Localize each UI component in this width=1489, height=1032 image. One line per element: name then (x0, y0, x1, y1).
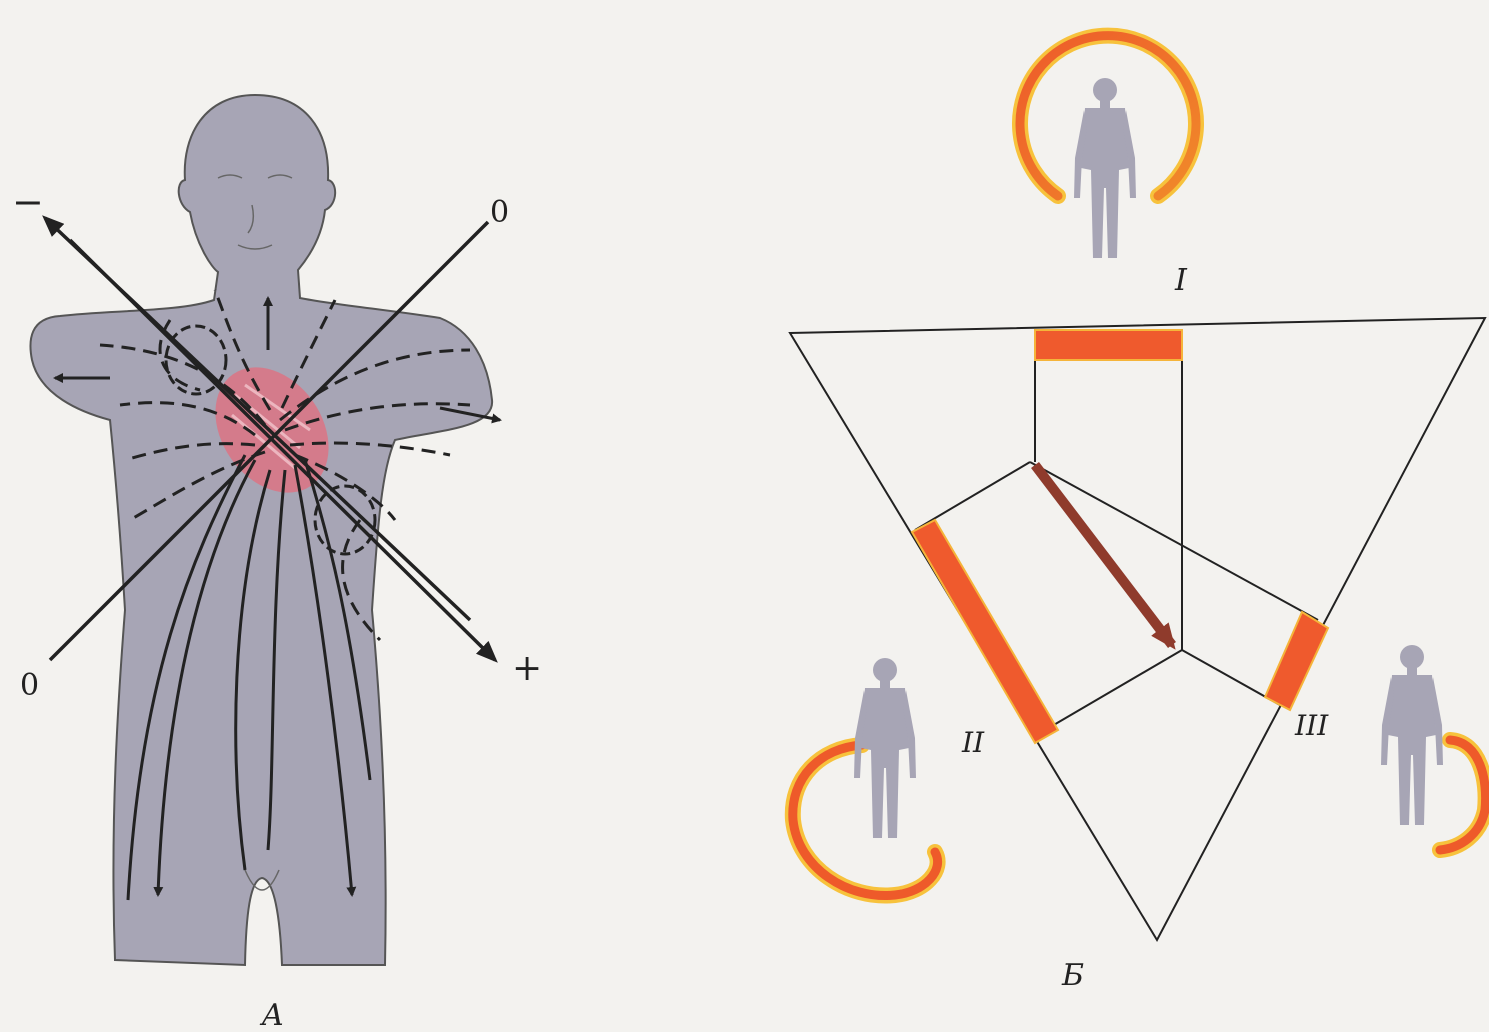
lead-ii-projection-bar (912, 520, 1058, 743)
lead-i-projection-bar (1035, 330, 1182, 360)
lead-i-label: I (1174, 263, 1188, 298)
heart-vector-arrow (1035, 465, 1172, 645)
einthoven-triangle (790, 318, 1485, 940)
panel-a: − + 0 0 A (12, 95, 542, 1032)
panel-a-caption: A (259, 998, 284, 1032)
axis-minus-label: − (12, 180, 44, 224)
lead-i-figure (1020, 36, 1196, 258)
human-figure-icon (854, 658, 916, 838)
human-torso-figure (30, 95, 492, 965)
lead-ii-figure (793, 658, 938, 896)
panel-b: I II III Б (790, 36, 1486, 993)
lead-iii-projection-bar (1265, 612, 1328, 710)
zero-label-bottom: 0 (20, 668, 39, 703)
panel-b-caption: Б (1061, 958, 1084, 993)
projection-lines (915, 335, 1318, 726)
zero-label-top: 0 (490, 195, 509, 230)
lead-iii-label: III (1294, 709, 1329, 742)
human-figure-icon (1381, 645, 1443, 825)
human-figure-icon (1074, 78, 1136, 258)
lead-ii-label: II (961, 726, 985, 759)
axis-plus-label: + (512, 648, 542, 689)
lead-iii-figure (1381, 645, 1486, 850)
